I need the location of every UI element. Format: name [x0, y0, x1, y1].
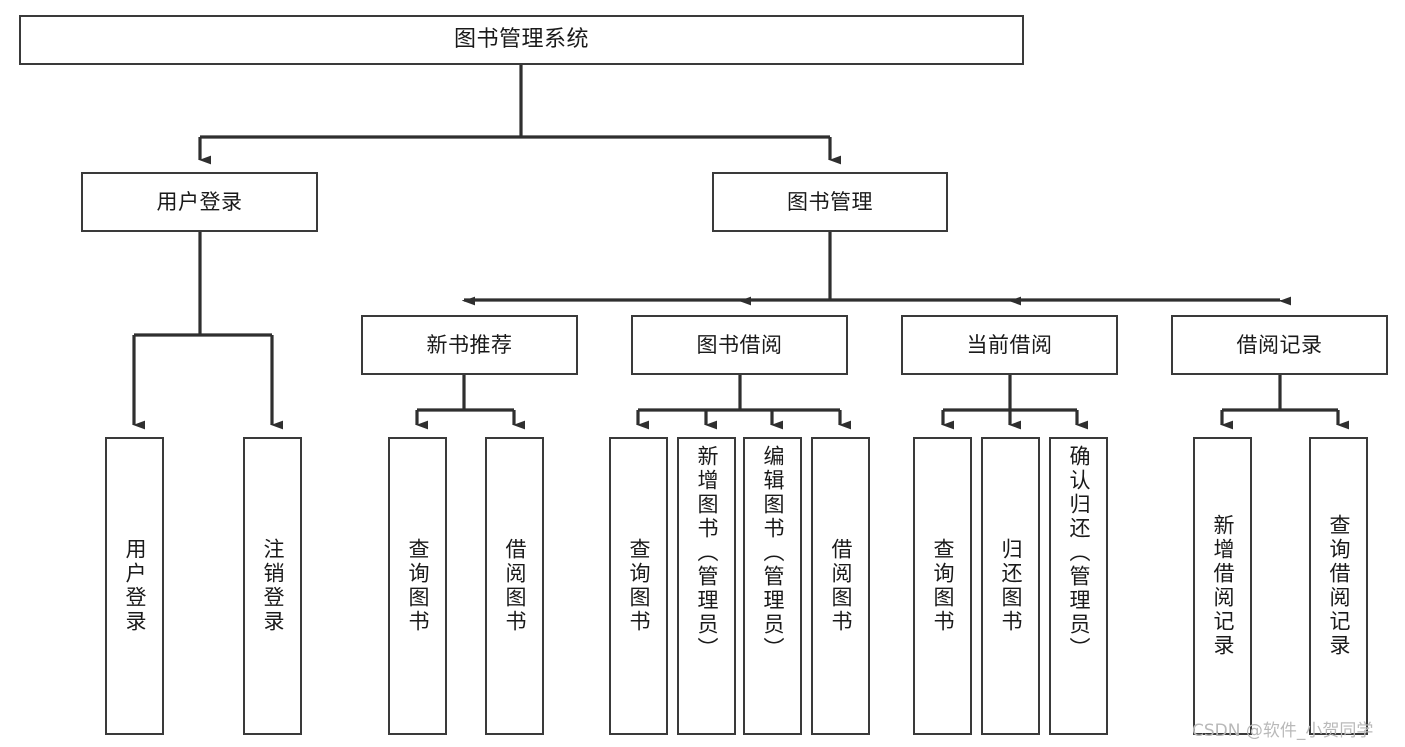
leaf-edit-book-admin[interactable]: 编辑图书（管理员）: [743, 437, 802, 735]
leaf-return-book-label: 归还图书: [999, 538, 1023, 634]
leaf-logout[interactable]: 注销登录: [243, 437, 302, 735]
node-root-label: 图书管理系统: [453, 27, 589, 53]
leaf-query-book-recommend[interactable]: 查询图书: [388, 437, 447, 735]
node-current-borrow-label: 当前借阅: [966, 332, 1053, 357]
leaf-add-book-admin-label: 新增图书（管理员）: [695, 445, 719, 661]
node-borrow-record[interactable]: 借阅记录: [1171, 315, 1388, 375]
node-book-borrow[interactable]: 图书借阅: [631, 315, 848, 375]
leaf-query-borrow-record-label: 查询借阅记录: [1327, 514, 1351, 658]
leaf-add-borrow-record-label: 新增借阅记录: [1211, 514, 1235, 658]
leaf-borrow-book-borrow[interactable]: 借阅图书: [811, 437, 870, 735]
leaf-user-login[interactable]: 用户登录: [105, 437, 164, 735]
node-root[interactable]: 图书管理系统: [19, 15, 1024, 65]
leaf-confirm-return-admin[interactable]: 确认归还（管理员）: [1049, 437, 1108, 735]
leaf-add-borrow-record[interactable]: 新增借阅记录: [1193, 437, 1252, 735]
node-new-book-recommend-label: 新书推荐: [426, 332, 513, 357]
node-user-login[interactable]: 用户登录: [81, 172, 318, 232]
leaf-add-book-admin[interactable]: 新增图书（管理员）: [677, 437, 736, 735]
node-borrow-record-label: 借阅记录: [1236, 332, 1323, 357]
node-user-login-label: 用户登录: [156, 189, 243, 214]
leaf-return-book[interactable]: 归还图书: [981, 437, 1040, 735]
leaf-edit-book-admin-label: 编辑图书（管理员）: [761, 445, 785, 661]
leaf-query-borrow-record[interactable]: 查询借阅记录: [1309, 437, 1368, 735]
leaf-user-login-label: 用户登录: [123, 538, 147, 634]
watermark-csdn: CSDN @软件_小贺同学: [1192, 721, 1374, 741]
leaf-borrow-book-borrow-label: 借阅图书: [829, 538, 853, 634]
leaf-query-book-current[interactable]: 查询图书: [913, 437, 972, 735]
leaf-query-book-borrow[interactable]: 查询图书: [609, 437, 668, 735]
leaf-query-book-current-label: 查询图书: [931, 538, 955, 634]
leaf-query-book-borrow-label: 查询图书: [627, 538, 651, 634]
node-book-manage[interactable]: 图书管理: [712, 172, 948, 232]
node-book-borrow-label: 图书借阅: [696, 332, 783, 357]
node-new-book-recommend[interactable]: 新书推荐: [361, 315, 578, 375]
node-book-manage-label: 图书管理: [787, 189, 873, 214]
node-current-borrow[interactable]: 当前借阅: [901, 315, 1118, 375]
leaf-query-book-recommend-label: 查询图书: [406, 538, 430, 634]
leaf-logout-label: 注销登录: [261, 538, 285, 634]
leaf-confirm-return-admin-label: 确认归还（管理员）: [1067, 445, 1091, 661]
leaf-borrow-book-recommend[interactable]: 借阅图书: [485, 437, 544, 735]
leaf-borrow-book-recommend-label: 借阅图书: [503, 538, 527, 634]
